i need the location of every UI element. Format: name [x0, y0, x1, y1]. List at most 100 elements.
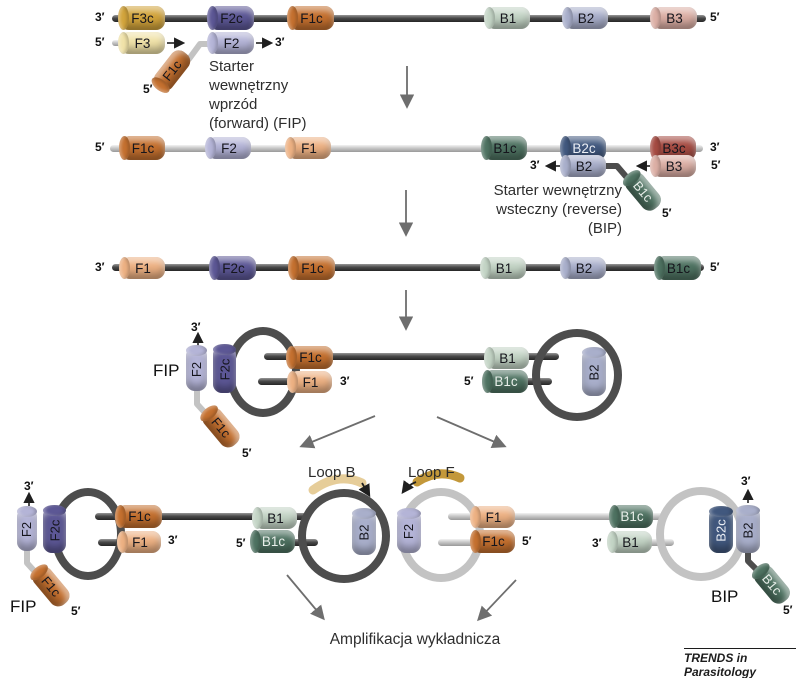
cyl-label: F1c: [131, 140, 155, 156]
cylinder-f3-primer: F3: [118, 32, 165, 54]
cylinder-b1c-row3: B1c: [654, 256, 701, 280]
loop-right-dumbbell: [532, 329, 622, 421]
cylinder-b2-row3: B2: [560, 257, 606, 279]
cyl-label: F1: [135, 260, 151, 276]
loop-right-bl: [298, 489, 390, 583]
cylinder-f2-vert-bl: F2: [17, 506, 37, 551]
cyl-label: B2: [356, 524, 372, 541]
cylinder-b2-vert-dumbbell: B2: [582, 347, 606, 396]
cyl-label: F1c: [38, 573, 64, 600]
cyl-label: F2c: [220, 10, 243, 26]
cyl-label: B2c: [572, 140, 596, 156]
cylinder-f1c-row3: F1c: [288, 256, 335, 280]
end-label: 3′: [168, 533, 178, 547]
arrow-branch-right: [436, 416, 507, 449]
cyl-label: F1: [301, 140, 317, 156]
end-label: 3′: [191, 320, 201, 334]
cylinder-b2-row1: B2: [562, 7, 608, 29]
fip-label-dumbbell: FIP: [153, 361, 180, 380]
cyl-label: B1c: [630, 178, 656, 205]
loop-b-label: Loop B: [308, 464, 356, 481]
journal-rule: [684, 648, 796, 649]
cylinder-f2-fip: F2: [207, 32, 254, 54]
cylinder-f2c-vert-bl: F2c: [43, 505, 66, 553]
end-label: 3′: [95, 10, 105, 24]
cyl-label: F1c: [301, 260, 324, 276]
end-label: 5′: [710, 260, 720, 274]
cyl-label: F1c: [299, 350, 322, 365]
loop-f-label: Loop F: [408, 464, 455, 481]
end-label: 5′: [242, 446, 252, 460]
cyl-label: B3c: [662, 140, 686, 156]
strand-template-top: [112, 15, 706, 22]
cylinder-b1c-dumbbell: B1c: [482, 370, 528, 393]
cyl-label: F3: [134, 35, 151, 51]
cyl-label: B1c: [759, 571, 785, 598]
cylinder-b2-vert-bip: B2: [736, 505, 760, 553]
cyl-label: F3c: [131, 10, 154, 26]
cyl-label: B3: [665, 158, 683, 174]
cylinder-f1-row2: F1: [285, 137, 331, 159]
cylinder-b1-row1: B1: [484, 7, 530, 29]
cylinder-f1c-dumbbell: F1c: [286, 346, 333, 369]
fip-caption-line: Starter: [209, 58, 255, 75]
cyl-label: B1c: [666, 260, 691, 276]
fip-label-bl: FIP: [10, 597, 37, 616]
cyl-label: B1: [267, 510, 284, 526]
cyl-label: B2c: [713, 519, 729, 542]
cylinder-f1c-br: F1c: [470, 530, 515, 553]
end-label: 3′: [530, 158, 540, 172]
cylinder-f1c-row2: F1c: [119, 136, 165, 160]
bip-caption-line: wsteczny (reverse): [496, 201, 622, 218]
cylinder-b2c-vert-br: B2c: [709, 506, 733, 553]
cylinder-f2-vert-br: F2: [397, 508, 421, 553]
cyl-label: F1: [132, 534, 148, 550]
fip-caption-line: wewnętrzny: [209, 77, 289, 94]
end-label: 3′: [340, 374, 350, 388]
end-label: 5′: [522, 534, 532, 548]
cyl-label: B1: [499, 350, 516, 366]
cylinder-b1c-row2: B1c: [481, 136, 527, 160]
cylinder-f3c-row1: F3c: [118, 6, 165, 30]
cyl-label: F1: [485, 509, 502, 525]
cyl-label: F1c: [482, 534, 505, 549]
cyl-label: F2: [19, 521, 35, 538]
cylinder-f2c-vert-dumbbell: F2c: [213, 344, 236, 393]
cyl-label: B1c: [494, 374, 518, 389]
end-label: 5′: [95, 35, 105, 49]
end-label: 3′: [592, 536, 602, 550]
cylinder-b1-br: B1: [607, 531, 652, 553]
cylinder-b2-vert-bl: B2: [352, 508, 376, 555]
end-label: 5′: [464, 374, 474, 388]
cyl-label: F1: [302, 374, 319, 390]
end-label: 5′: [71, 604, 81, 618]
bip-caption-line: (BIP): [587, 220, 622, 237]
cylinder-f2-vert-dumbbell: F2: [186, 345, 207, 391]
end-label: 5′: [95, 140, 105, 154]
cyl-label: B1c: [620, 509, 644, 524]
cyl-label: F1c: [300, 10, 323, 26]
cyl-label: F2: [221, 140, 237, 156]
cyl-label: F2c: [46, 519, 62, 541]
cylinder-f1c-fip-tail-dumbbell: F1c: [198, 403, 244, 452]
cylinder-f2c-row1: F2c: [207, 6, 254, 30]
cyl-label: B2: [740, 522, 756, 538]
cyl-label: F1c: [208, 414, 234, 441]
bip-caption: Starter wewnętrzny wsteczny (reverse) (B…: [450, 181, 622, 238]
cyl-label: B1: [622, 534, 639, 550]
fip-caption-line: wprzód: [209, 96, 258, 113]
cyl-label: F2: [223, 35, 240, 51]
arrow-branch-left: [299, 415, 376, 449]
arrow-converge-right: [477, 579, 517, 622]
cylinder-b2-bip: B2: [560, 155, 606, 177]
cylinder-f1-bl: F1: [117, 531, 161, 553]
cylinder-b1-dumbbell: B1: [484, 347, 529, 369]
cylinder-b1c-bip-tail-br: B1c: [750, 561, 794, 608]
end-label: 5′: [783, 603, 793, 617]
cyl-label: B1: [495, 260, 513, 276]
cyl-label: F2: [401, 523, 417, 540]
fip-caption-line: (forward) (FIP): [209, 115, 307, 132]
end-label: 5′: [711, 158, 721, 172]
cyl-label: B2: [586, 364, 602, 381]
strand-fip-stub: [112, 40, 123, 46]
